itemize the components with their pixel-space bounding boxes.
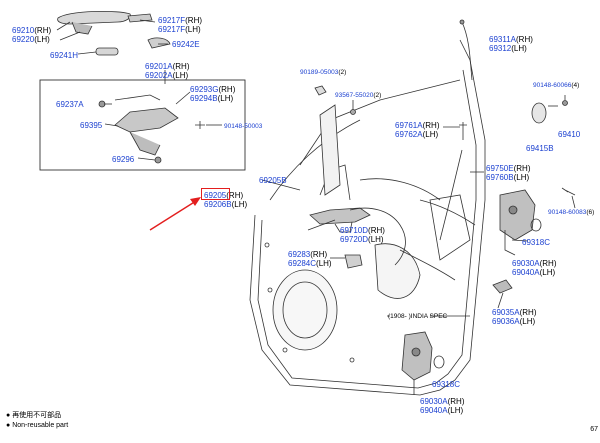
lock-cable-end	[492, 279, 513, 294]
label-69762A[interactable]: 69762A(LH)	[395, 130, 439, 139]
non-reusable-marker-icon: ●	[6, 412, 11, 419]
label-69415B[interactable]: 69415B	[526, 144, 554, 153]
label-69206B[interactable]: 69206B(LH)	[204, 200, 248, 209]
lock-rod	[461, 21, 473, 81]
inner-handle-mechanism	[114, 107, 179, 133]
label-69294B[interactable]: 69294B(LH)	[190, 94, 234, 103]
label-69296[interactable]: 69296	[112, 155, 135, 164]
label-69750E[interactable]: 69750E(RH)	[486, 164, 531, 173]
handle-cover-part	[127, 13, 153, 23]
label-69220[interactable]: 69220(LH)	[12, 35, 50, 44]
inside-handle-part	[309, 207, 371, 225]
label-69761A[interactable]: 69761A(RH)	[395, 121, 440, 130]
legend-line-2: ● Non-reusable part	[6, 422, 69, 429]
release-cable	[349, 207, 406, 266]
pointer-arrow	[149, 197, 201, 231]
label-90148-60066[interactable]: 90148-60066(4)	[533, 82, 580, 89]
label-69318C[interactable]: 69318C	[522, 238, 551, 247]
label-69205B[interactable]: 69205B	[259, 176, 287, 185]
label-69040A-india[interactable]: 69040A(LH)	[420, 406, 464, 415]
label-69311A[interactable]: 69311A(RH)	[489, 35, 533, 44]
label-93567-55020[interactable]: 93567-55020(2)	[335, 92, 382, 99]
key-cylinder-part	[95, 47, 119, 56]
legend-line-1: ● 再使用不可部品	[6, 412, 62, 419]
label-69030A[interactable]: 69030A(RH)	[512, 259, 557, 268]
outer-handle-part	[57, 10, 131, 25]
speaker-opening	[272, 269, 338, 351]
label-69202A[interactable]: 69202A(LH)	[145, 71, 189, 80]
label-69201A[interactable]: 69201A(RH)	[145, 62, 190, 71]
label-69036A[interactable]: 69036A(LH)	[492, 317, 536, 326]
label-69237A[interactable]: 69237A	[56, 100, 84, 109]
label-69760B[interactable]: 69760B(LH)	[486, 173, 530, 182]
label-69205[interactable]: 69205(RH)	[204, 191, 244, 200]
label-69284C[interactable]: 69284C(LH)	[288, 259, 332, 268]
label-69217F-rh[interactable]: 69217F(RH)	[158, 16, 203, 25]
label-69210[interactable]: 69210(RH)	[12, 26, 52, 35]
india-spec-note: (1908- )INDIA SPEC	[388, 313, 448, 320]
label-90148-50003[interactable]: 90148-50003	[224, 123, 263, 130]
non-reusable-marker-icon: ●	[6, 422, 11, 429]
label-69410[interactable]: 69410	[558, 130, 581, 139]
label-69293G[interactable]: 69293G(RH)	[190, 85, 236, 94]
label-69318C-india[interactable]: 69318C	[432, 380, 461, 389]
seal-ring	[530, 218, 542, 232]
door-frame-outline	[249, 39, 486, 396]
door-lock-part	[499, 189, 536, 241]
lock-sub-assembly-box	[39, 79, 246, 171]
highlight-box-69205	[201, 188, 230, 200]
label-69040A[interactable]: 69040A(LH)	[512, 268, 556, 277]
label-69030A-india[interactable]: 69030A(RH)	[420, 397, 465, 406]
label-69710D[interactable]: 69710D(RH)	[340, 226, 385, 235]
label-69035A[interactable]: 69035A(RH)	[492, 308, 537, 317]
label-69242E[interactable]: 69242E	[172, 40, 200, 49]
label-69241H[interactable]: 69241H	[50, 51, 79, 60]
label-90189-05003[interactable]: 90189-05003(2)	[300, 69, 347, 76]
label-69312[interactable]: 69312(LH)	[489, 44, 527, 53]
handle-cap-part	[147, 37, 171, 49]
label-90148-60083[interactable]: 90148-60083(6)	[548, 209, 595, 216]
label-69217F-lh[interactable]: 69217F(LH)	[158, 25, 201, 34]
label-69395[interactable]: 69395	[80, 121, 103, 130]
label-69720D[interactable]: 69720D(LH)	[340, 235, 384, 244]
label-69283[interactable]: 69283(RH)	[288, 250, 328, 259]
mirror-plate	[531, 102, 547, 124]
page-id: 67	[590, 426, 598, 433]
